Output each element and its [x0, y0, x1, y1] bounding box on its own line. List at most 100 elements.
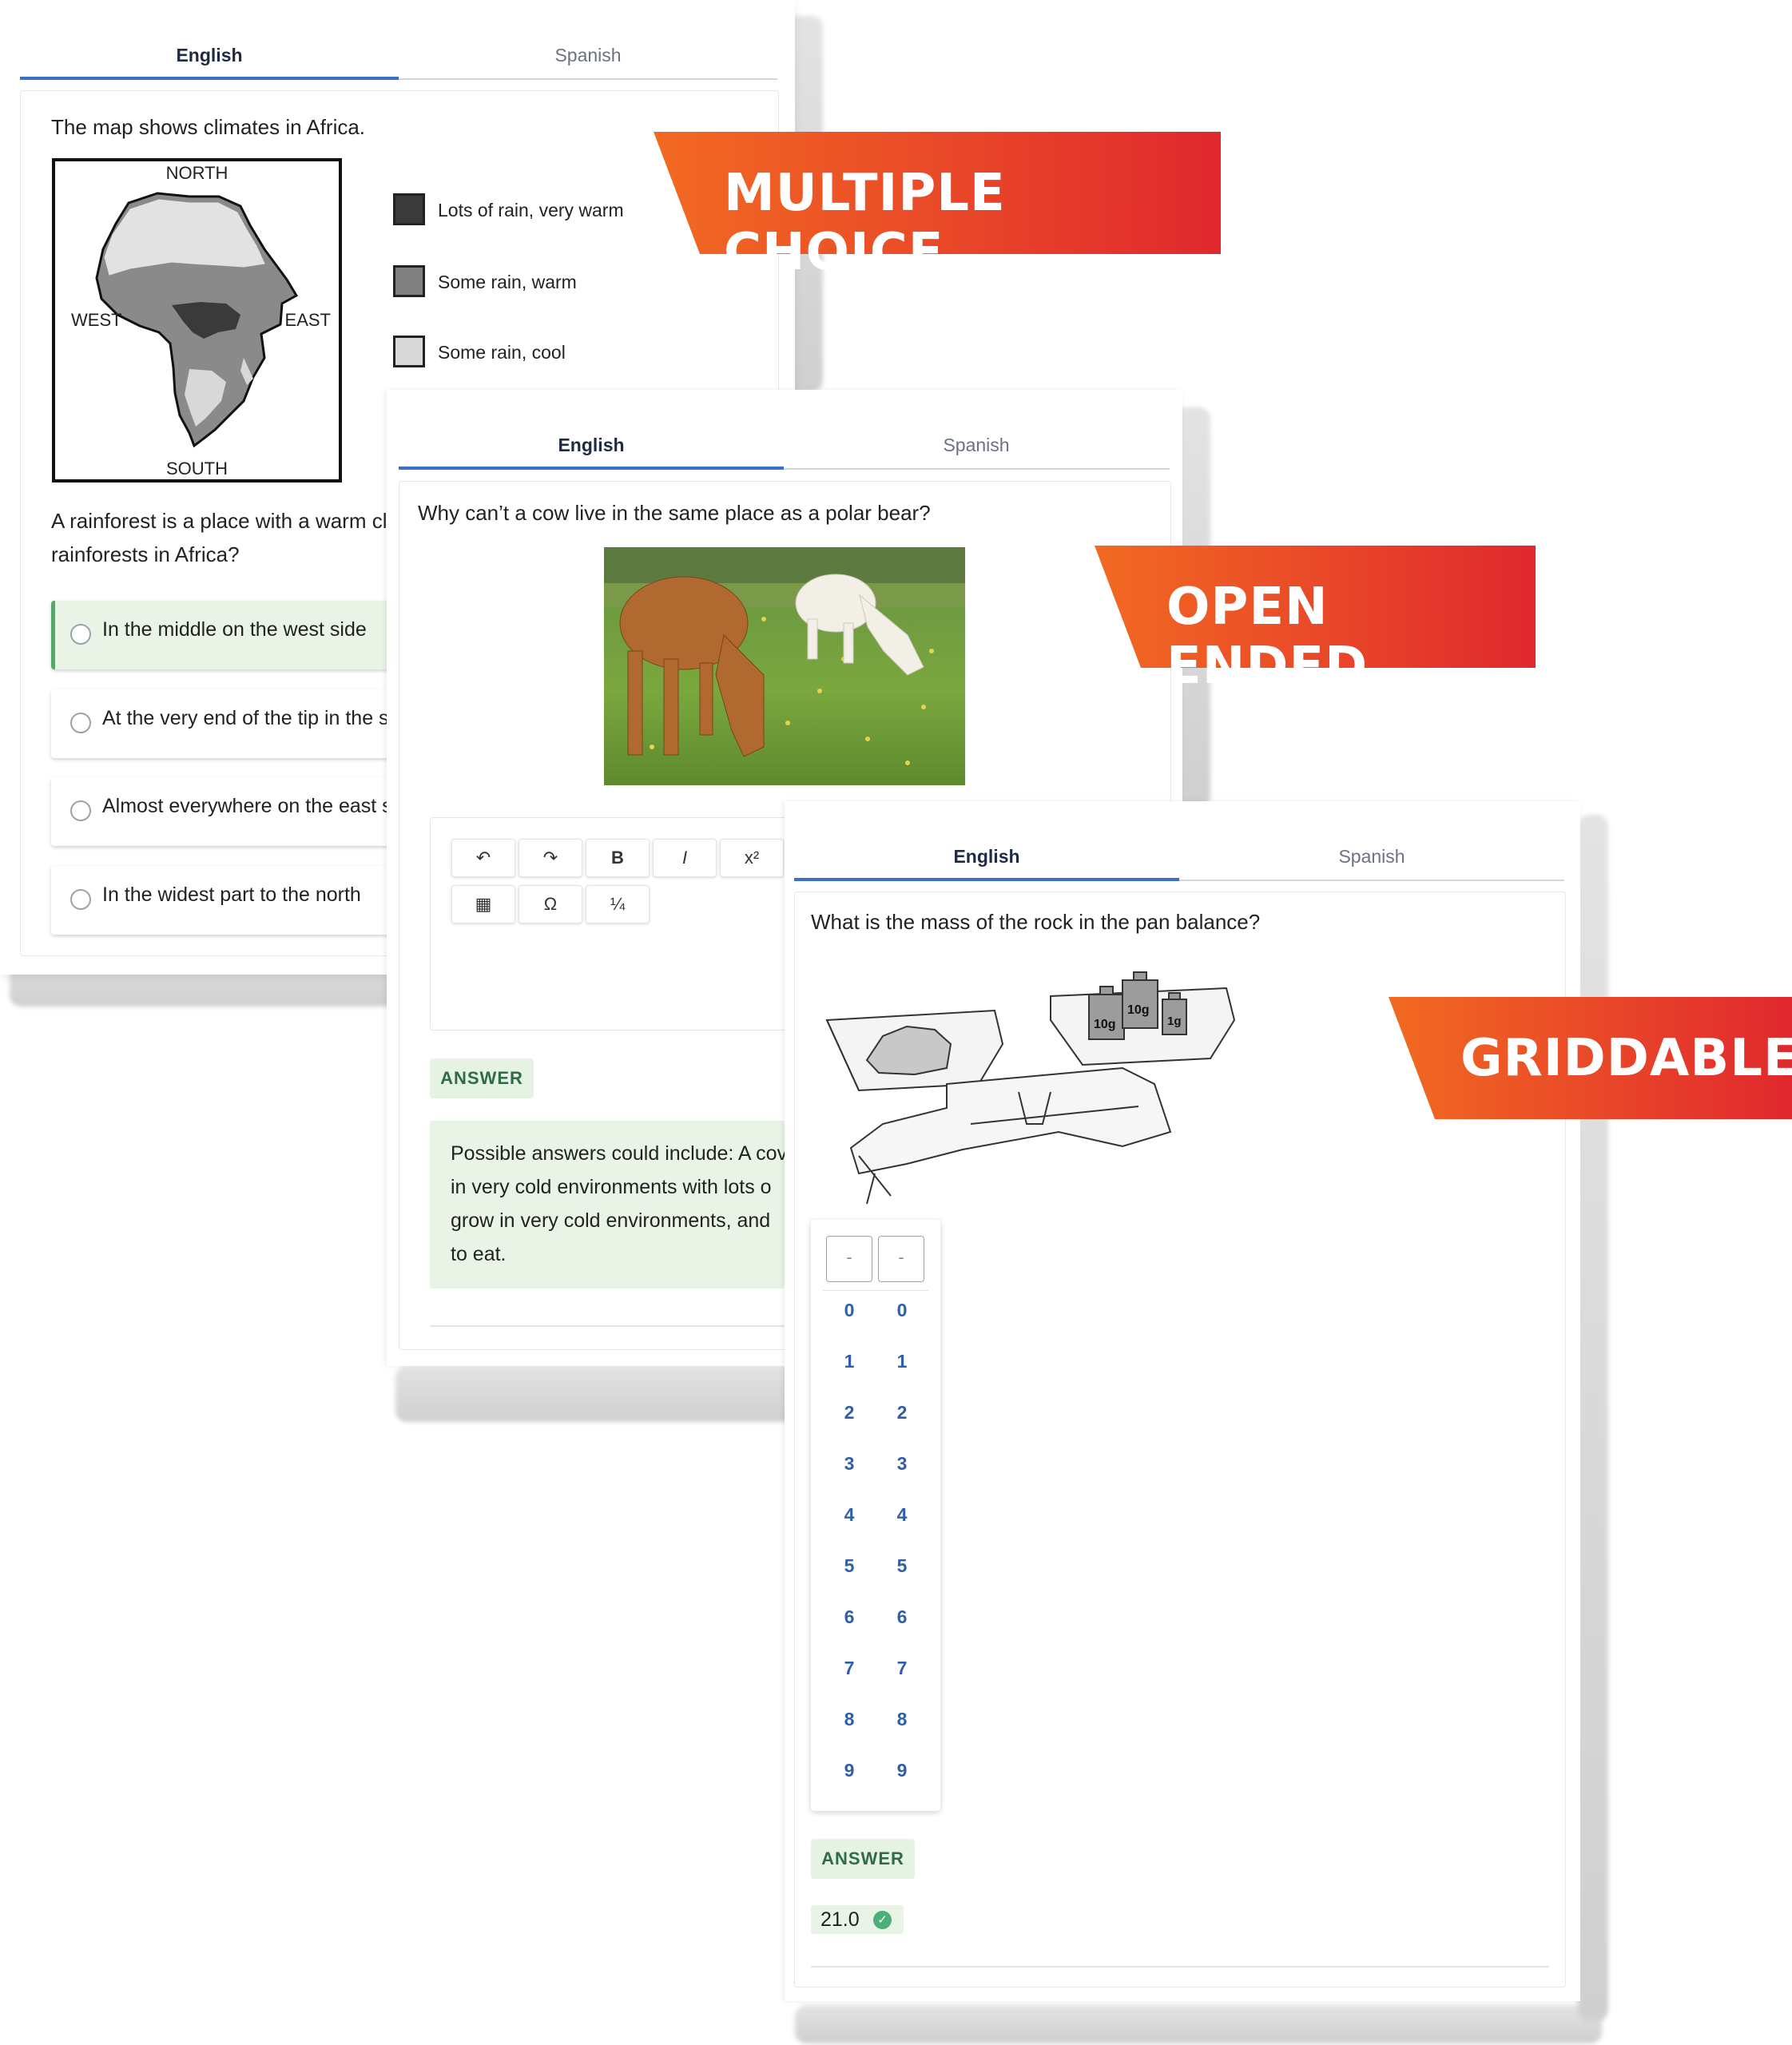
- multiple-choice-badge: MULTIPLE CHOICE: [654, 132, 1221, 282]
- badge-label: OPEN ENDED: [1166, 578, 1369, 696]
- grid-digit-bubble[interactable]: 2: [896, 1402, 908, 1423]
- language-tabs: English Spanish: [387, 390, 1182, 470]
- africa-desert-region: [104, 199, 265, 276]
- griddable-badge: GRIDDABLE: [1389, 997, 1792, 1119]
- divider: [823, 1290, 928, 1291]
- weight-label: 10g: [1127, 1003, 1150, 1017]
- bold-button[interactable]: B: [586, 839, 650, 877]
- africa-rainforest-region: [172, 302, 240, 339]
- legend-swatch-warm: [393, 265, 425, 297]
- badge-label: MULTIPLE CHOICE: [724, 164, 1006, 282]
- grid-digit-bubble[interactable]: 4: [844, 1504, 855, 1525]
- grid-digit-bubble[interactable]: 2: [844, 1402, 855, 1423]
- undo-button[interactable]: ↶: [451, 839, 515, 877]
- italic-button[interactable]: I: [653, 839, 717, 877]
- question-line: rainforests in Africa?: [51, 542, 240, 566]
- brown-cow: [619, 576, 765, 757]
- check-circle-icon: ✓: [873, 1911, 892, 1929]
- special-characters-button[interactable]: Ω: [519, 885, 582, 923]
- rich-text-editor[interactable]: ↶ ↷ B I x² ▦ Ω ¼: [430, 817, 1150, 1030]
- active-tab-indicator: [794, 878, 1179, 881]
- radio-button[interactable]: [70, 624, 91, 645]
- map-label-east: EAST: [284, 310, 331, 330]
- radio-button[interactable]: [70, 713, 91, 733]
- grid-digit-bubble[interactable]: 5: [844, 1555, 855, 1576]
- active-tab-indicator: [399, 467, 784, 470]
- open-ended-badge: OPEN ENDED: [1095, 546, 1536, 696]
- legend-swatch-cool: [393, 336, 425, 367]
- grid-digit-bubble[interactable]: 1: [896, 1351, 908, 1372]
- tab-spanish[interactable]: Spanish: [1338, 846, 1405, 867]
- answer-line: Possible answers could include: A cov: [451, 1142, 788, 1165]
- tab-english[interactable]: English: [176, 45, 243, 66]
- grid-digit-bubble[interactable]: 4: [896, 1504, 908, 1525]
- fraction-button[interactable]: ¼: [586, 885, 650, 923]
- question-text: A rainforest is a place with a warm clir…: [51, 504, 399, 571]
- tab-english[interactable]: English: [953, 846, 1020, 867]
- option-label: In the widest part to the north: [102, 884, 361, 906]
- active-tab-indicator: [20, 77, 399, 80]
- answer-line: in very cold environments with lots o: [451, 1176, 772, 1198]
- grid-digit-bubble[interactable]: 6: [844, 1606, 855, 1627]
- grid-digit-bubble[interactable]: 7: [844, 1658, 855, 1678]
- table-button[interactable]: ▦: [451, 885, 515, 923]
- superscript-button[interactable]: x²: [720, 839, 784, 877]
- weight-10g: [1122, 979, 1158, 1029]
- tab-spanish[interactable]: Spanish: [943, 435, 1010, 455]
- weight-1g: [1162, 999, 1187, 1035]
- legend-label: Some rain, cool: [438, 342, 566, 363]
- grid-input-digit[interactable]: -: [878, 1236, 924, 1282]
- tab-divider: [399, 468, 1170, 470]
- africa-climate-map: NORTH SOUTH WEST EAST: [52, 158, 342, 482]
- tab-english[interactable]: English: [558, 435, 625, 455]
- grid-digit-bubble[interactable]: 3: [896, 1453, 908, 1474]
- grid-digit-bubble[interactable]: 1: [844, 1351, 855, 1372]
- grid-digit-bubble[interactable]: 5: [896, 1555, 908, 1576]
- grid-digit-bubble[interactable]: 8: [896, 1709, 908, 1729]
- pan-balance-illustration: 10g 10g 1g: [819, 964, 1250, 1212]
- weight-label: 10g: [1094, 1018, 1116, 1031]
- option-label: In the middle on the west side: [102, 618, 367, 641]
- grid-digit-bubble[interactable]: 9: [896, 1760, 908, 1781]
- question-line: A rainforest is a place with a warm clir: [51, 509, 399, 533]
- map-label-north: NORTH: [165, 163, 228, 183]
- tab-divider: [794, 880, 1564, 881]
- question-intro: The map shows climates in Africa.: [51, 115, 366, 139]
- legend-label: Some rain, warm: [438, 272, 577, 292]
- grid-digit-bubble[interactable]: 7: [896, 1658, 908, 1678]
- legend-swatch-very-warm: [393, 193, 425, 225]
- map-label-south: SOUTH: [166, 459, 228, 478]
- rock: [865, 1025, 952, 1076]
- question-text: What is the mass of the rock in the pan …: [811, 910, 1261, 934]
- map-label-west: WEST: [71, 310, 122, 330]
- grid-digit-bubble[interactable]: 0: [896, 1300, 908, 1320]
- legend-label: Lots of rain, very warm: [438, 200, 624, 220]
- grid-digit-bubble[interactable]: 8: [844, 1709, 855, 1729]
- option-label: Almost everywhere on the east s: [102, 795, 392, 817]
- answer-value: 21.0: [821, 1908, 860, 1931]
- grid-input-digit[interactable]: -: [826, 1236, 872, 1282]
- option-label: At the very end of the tip in the s: [102, 707, 389, 729]
- griddable-answer-grid: - - 0 1 2 3 4 5 6 7 8 9 0 1 2 3 4 5: [811, 1220, 940, 1811]
- grid-digit-bubble[interactable]: 3: [844, 1453, 855, 1474]
- card-shadow: [795, 2005, 1602, 2043]
- weight-label: 1g: [1167, 1015, 1182, 1028]
- redo-button[interactable]: ↷: [519, 839, 582, 877]
- cows-grazing-photo: [604, 547, 965, 785]
- radio-button[interactable]: [70, 800, 91, 821]
- white-cow: [795, 574, 924, 676]
- weight-10g: [1088, 994, 1125, 1040]
- grid-digit-bubble[interactable]: 0: [844, 1300, 855, 1320]
- radio-button[interactable]: [70, 889, 91, 910]
- griddable-card: English Spanish What is the mass of the …: [785, 801, 1580, 2001]
- language-tabs: English Spanish: [0, 0, 795, 80]
- answer-line: grow in very cold environments, and: [451, 1209, 771, 1232]
- grid-digit-bubble[interactable]: 9: [844, 1760, 855, 1781]
- grid-digit-bubble[interactable]: 6: [896, 1606, 908, 1627]
- answer-line: to eat.: [451, 1243, 507, 1265]
- answer-value-chip: 21.0 ✓: [811, 1905, 904, 1934]
- badge-label: GRIDDABLE: [1460, 1029, 1792, 1088]
- card-shadow: [395, 1366, 795, 1422]
- tab-spanish[interactable]: Spanish: [554, 45, 622, 66]
- card-shadow: [1578, 815, 1608, 2021]
